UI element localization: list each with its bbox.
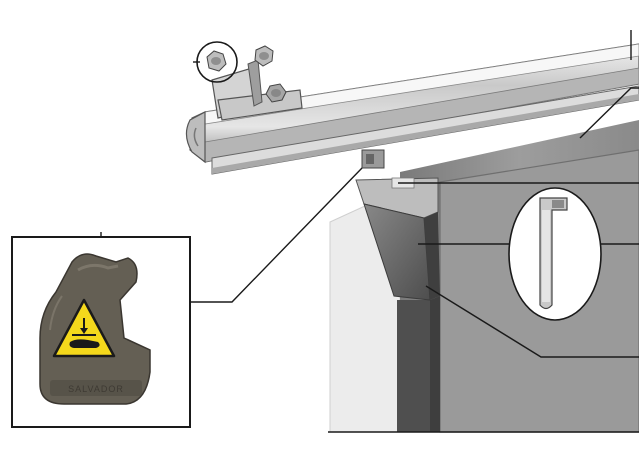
rail-carriage-hanger <box>361 149 385 169</box>
lower-guide-rail <box>211 85 639 175</box>
door-stop-block <box>355 177 440 301</box>
hex-bolt <box>265 83 287 103</box>
hand-crush-warning-icon <box>52 298 116 358</box>
safety-stop-inset: SALVADOR <box>11 236 191 428</box>
hex-bolt <box>206 50 227 72</box>
top-rail <box>185 43 639 164</box>
leader-lines <box>100 30 639 433</box>
rubber-stop-photo: SALVADOR <box>39 253 151 405</box>
hex-key-detail <box>508 187 602 321</box>
bolts-callout <box>193 41 274 83</box>
hex-bolt <box>254 45 274 67</box>
inset-brand-text: SALVADOR <box>68 384 124 394</box>
